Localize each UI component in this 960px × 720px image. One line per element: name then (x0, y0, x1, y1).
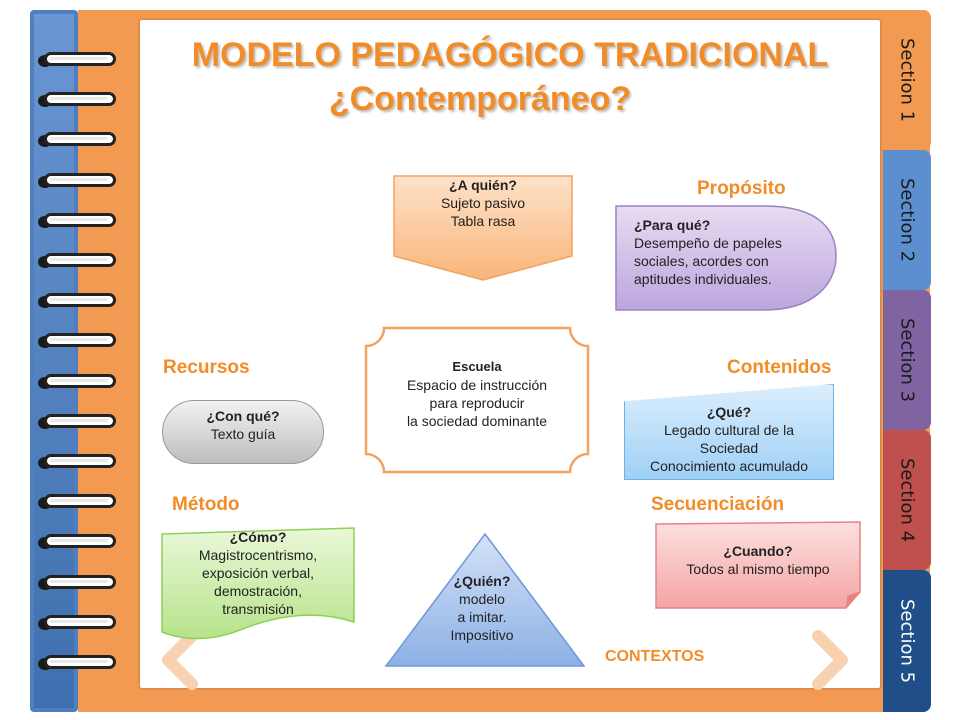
label-secuenciacion: Secuenciación (651, 494, 785, 515)
label-contextos: CONTEXTOS (605, 648, 705, 665)
page-subtitle: ¿Contemporáneo? (328, 80, 632, 118)
spiral-ring (38, 413, 122, 432)
tab-section-3[interactable]: Section 3 (883, 290, 931, 430)
label-proposito: Propósito (697, 178, 786, 199)
quien-shape (384, 532, 586, 667)
notebook-spine-inner (34, 14, 74, 708)
escuela-shape (364, 326, 590, 474)
spiral-ring (38, 52, 122, 70)
spiral-ring (38, 574, 122, 593)
spiral-ring (38, 333, 122, 351)
label-contenidos: Contenidos (727, 357, 832, 378)
con-que-box: ¿Con qué? Texto guía (162, 400, 324, 464)
spiral-ring (38, 253, 122, 271)
page-title: MODELO PEDAGÓGICO TRADICIONAL (191, 36, 829, 74)
a-quien-box: ¿A quién? Sujeto pasivo Tabla rasa (440, 177, 526, 229)
tab-section-1[interactable]: Section 1 (883, 10, 931, 150)
spiral-ring (38, 373, 122, 392)
spiral-ring (38, 655, 122, 673)
para-que-shape (615, 205, 837, 311)
tab-section-5[interactable]: Section 5 (883, 570, 931, 712)
cuando-box: ¿Cuando? Todos al mismo tiempo (686, 543, 830, 577)
para-que-box: ¿Para qué? Desempeño de papeles sociales… (634, 217, 782, 287)
label-recursos: Recursos (163, 357, 250, 378)
label-metodo: Método (172, 494, 240, 515)
next-page-arrow-icon[interactable] (812, 630, 852, 690)
tab-section-4[interactable]: Section 4 (883, 430, 931, 570)
como-shape (161, 527, 355, 640)
spiral-ring (38, 172, 122, 191)
spiral-ring (38, 293, 122, 311)
escuela-box: Escuela Espacio de instrucción para repr… (406, 359, 548, 429)
spiral-ring (38, 454, 122, 472)
spiral-ring (38, 614, 122, 633)
cuando-shape (655, 521, 861, 609)
quien-box: ¿Quién? modelo a imitar. Impositivo (450, 573, 514, 643)
a-quien-shape (393, 175, 573, 281)
prev-page-arrow-icon[interactable] (158, 630, 198, 690)
como-box: ¿Cómo? Magistrocentrismo, exposición ver… (198, 529, 318, 617)
spiral-ring (38, 132, 122, 150)
tab-section-2[interactable]: Section 2 (883, 150, 931, 290)
spiral-ring (38, 494, 122, 512)
spiral-ring (38, 534, 122, 552)
spiral-ring (38, 212, 122, 231)
que-box: ¿Qué? Legado cultural de la Sociedad Con… (624, 384, 834, 480)
spiral-ring (38, 92, 122, 110)
